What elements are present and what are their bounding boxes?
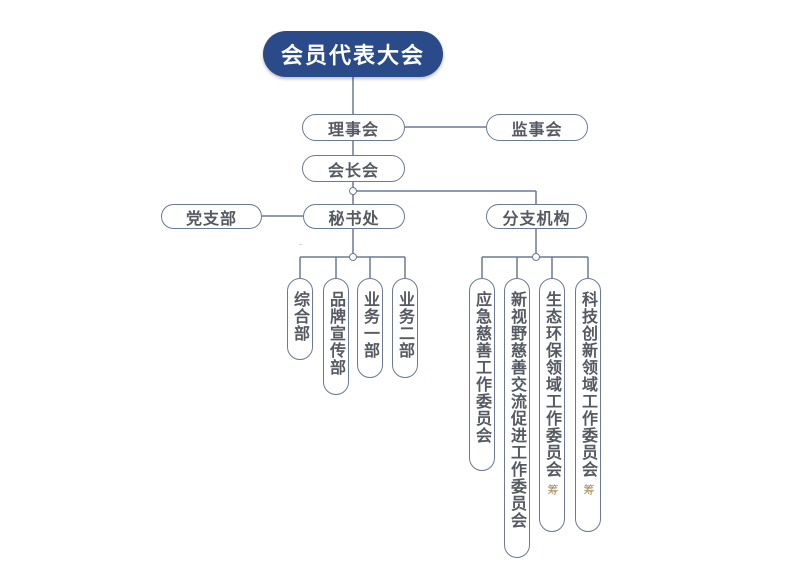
stray-mark (299, 244, 302, 245)
node-branch-organizations: 分支机构 (486, 204, 587, 229)
node-member-congress: 会员代表大会 (263, 31, 443, 77)
committee-name: 应急慈善工作委员会 (473, 291, 492, 444)
node-party-branch: 党支部 (161, 204, 262, 229)
preparatory-note: 筹 (546, 484, 559, 495)
node-dept-business-one: 业务一部 (357, 278, 383, 378)
committee-name: 科技创新领域工作委员会 (579, 291, 598, 478)
node-dept-general: 综合部 (287, 278, 313, 360)
node-committee-new-vision: 新视野慈善交流促进工作委员会 (504, 278, 530, 558)
node-president-meeting: 会长会 (302, 155, 405, 182)
node-committee-ecology: 生态环保领域工作委员会 筹 (539, 278, 565, 532)
committee-name: 生态环保领域工作委员会 (543, 291, 562, 478)
node-dept-brand-publicity: 品牌宣传部 (323, 278, 349, 395)
node-dept-business-two: 业务二部 (392, 278, 418, 378)
node-secretariat: 秘书处 (303, 204, 405, 229)
committee-name: 新视野慈善交流促进工作委员会 (508, 291, 527, 529)
node-supervisory-board: 监事会 (486, 114, 588, 141)
node-committee-emergency-charity: 应急慈善工作委员会 (469, 278, 495, 471)
preparatory-note: 筹 (582, 484, 595, 495)
node-committee-technology: 科技创新领域工作委员会 筹 (575, 278, 601, 532)
node-council: 理事会 (302, 114, 405, 141)
